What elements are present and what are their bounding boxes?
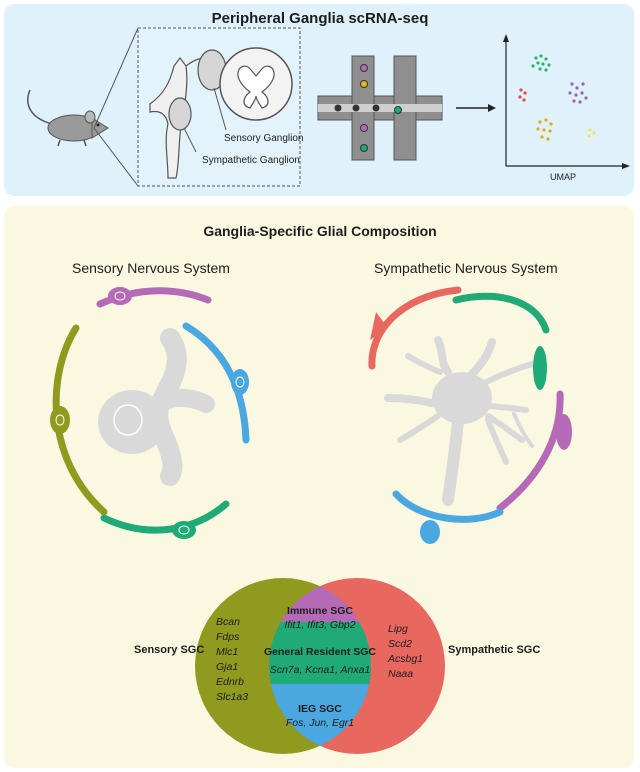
sympathetic-gene-list: Lipg Scd2 Acsbg1 Naaa [388,622,423,682]
gene-label: Naaa [388,668,414,680]
glial-composition-title: Ganglia-Specific Glial Composition [203,223,437,239]
ieg-sgc-title: IEG SGC [298,703,342,715]
sympathetic-satellite-glia [368,286,572,544]
gene-label: Slc1a3 [216,691,249,703]
gene-label: Bcan [216,616,240,628]
arrow-right-icon [488,104,496,112]
gene-label: Acsbg1 [388,653,424,665]
gene-label: Mlc1 [216,646,239,658]
sensory-ganglion-label: Sensory Ganglion [224,133,304,144]
immune-sgc-title: Immune SGC [287,605,353,617]
gene-label: Gja1 [216,661,239,673]
general-resident-sgc-region [269,622,371,684]
ieg-sgc-genes: Fos, Jun, Egr1 [285,717,355,729]
microfluidic-chip [317,55,443,161]
general-sgc-genes: Scn7a, Kcna1, Anxa1 [269,664,371,676]
sympathetic-sgc-label: Sympathetic SGC [448,644,541,656]
sensory-system-label: Sensory Nervous System [72,260,230,276]
sensory-satellite-glia [50,287,250,539]
sympathetic-neuron-illustration [384,336,535,506]
umap-axis-label: UMAP [550,172,577,182]
sensory-sgc-label: Sensory SGC [134,644,205,656]
figure-title: Peripheral Ganglia scRNA-seq [211,10,429,27]
sympathetic-ganglion-label: Sympathetic Ganglion [202,155,300,166]
sensory-neuron-illustration [98,328,215,486]
umap-plot [503,34,630,169]
venn-diagram [195,578,445,754]
general-sgc-title: General Resident SGC [263,646,377,658]
gene-label: Ednrb [216,676,245,688]
gene-label: Fdps [216,631,240,643]
gene-label: Scd2 [388,638,412,650]
mouse-illustration [27,89,109,147]
immune-sgc-genes: Ifit1, Ifit3, Gbp2 [284,619,356,631]
spinal-cord-illustration [149,47,293,179]
sympathetic-system-label: Sympathetic Nervous System [374,260,558,276]
gene-label: Lipg [388,623,408,635]
sensory-gene-list: Bcan Fdps Mlc1 Gja1 Ednrb Slc1a3 [216,615,248,705]
